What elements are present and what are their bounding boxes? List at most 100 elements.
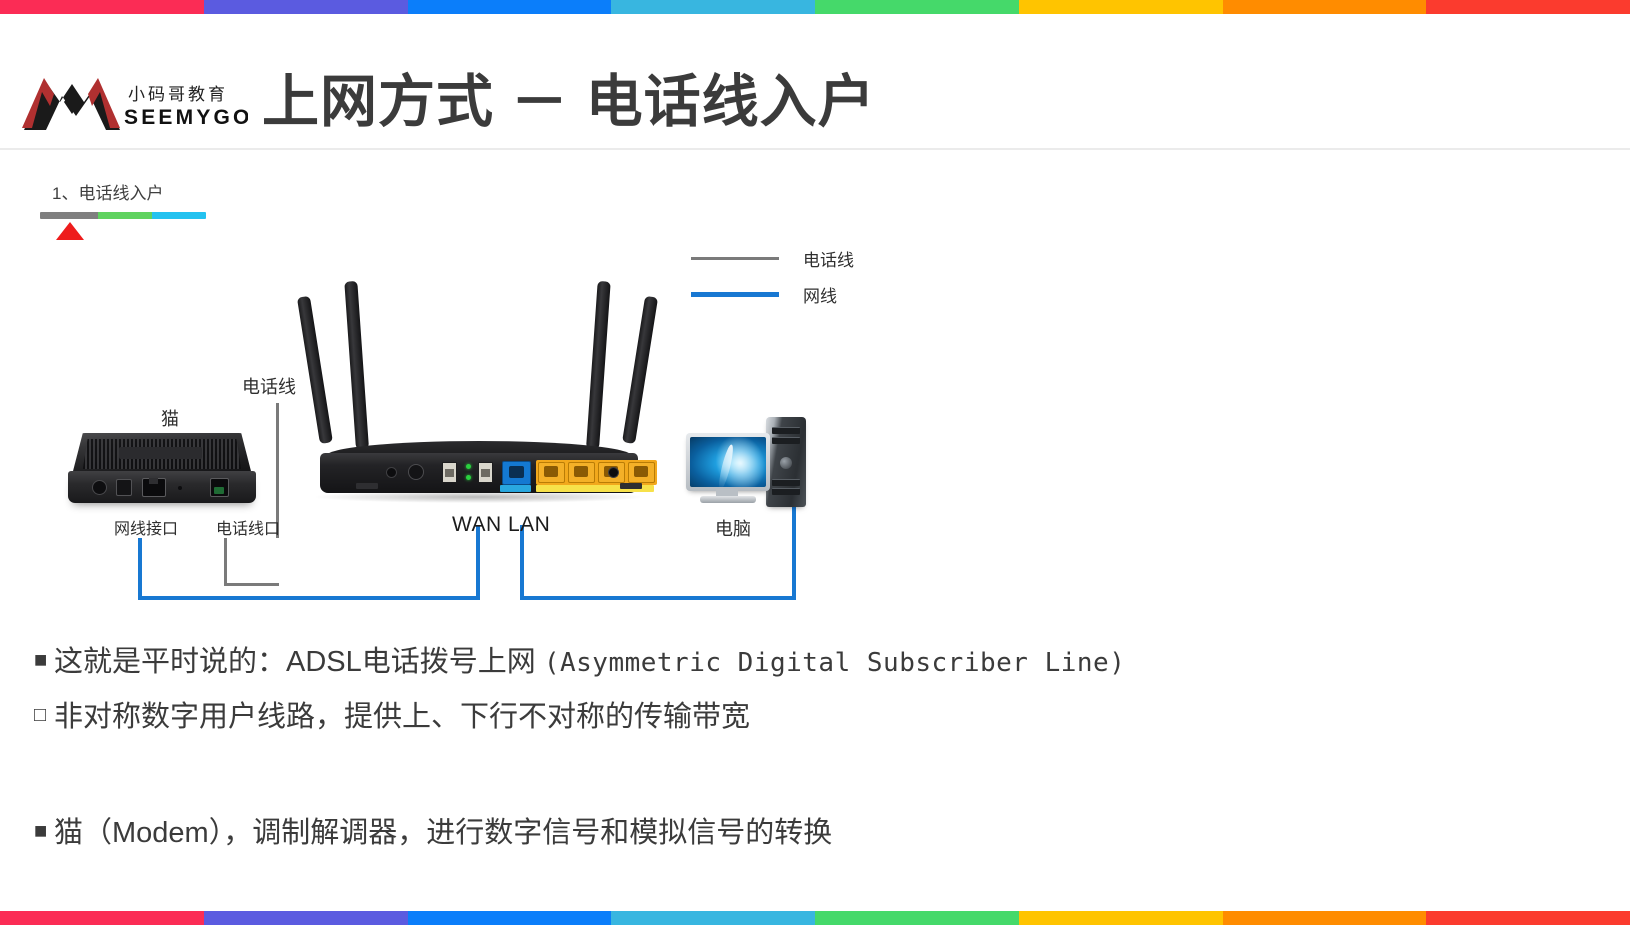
- color-segment-b8: [1426, 911, 1630, 925]
- svg-text:SEEMYGO: SEEMYGO: [124, 106, 248, 129]
- modem-device: [68, 433, 256, 509]
- phone-cable-label: 电话线: [242, 377, 296, 397]
- router-antenna-2: [344, 280, 369, 450]
- tower-front-vent-2: [772, 488, 800, 495]
- color-segment-1: [0, 0, 204, 14]
- router-device: [296, 280, 659, 509]
- router-reset-button: [608, 467, 619, 478]
- bullet-item-1: ■ 这就是平时说的：ADSL电话拨号上网 (Asymmetric Digital…: [34, 640, 1594, 685]
- router-lan-label: LAN: [508, 513, 551, 536]
- router-antenna-3: [586, 280, 611, 450]
- router-rear-panel: [320, 453, 657, 493]
- router-power-button: [408, 464, 424, 480]
- svg-text:小码哥教育: 小码哥教育: [128, 85, 228, 105]
- bullet-text-2: 非对称数字用户线路，提供上、下行不对称的传输带宽: [54, 701, 751, 733]
- color-segment-b1: [0, 911, 204, 925]
- brand-logo: 小码哥教育 SEEMYGO: [20, 72, 248, 134]
- color-segment-b7: [1222, 911, 1427, 925]
- tower-drive-bay-1: [772, 427, 800, 434]
- color-segment-b2: [203, 911, 408, 925]
- color-segment-8: [1426, 0, 1630, 14]
- lan-wire-run-to-router: [138, 596, 480, 600]
- color-segment-b5: [815, 911, 1019, 925]
- computer-monitor: [686, 433, 770, 491]
- legend-item-lan: 网线: [691, 276, 921, 312]
- modem-top-shell: [72, 433, 252, 475]
- bullet-marker-2: □: [34, 704, 47, 726]
- monitor-base: [700, 496, 756, 503]
- header-divider: [0, 148, 1630, 150]
- diagram-legend: 电话线 网线: [691, 240, 921, 312]
- monitor-screen: [690, 437, 766, 487]
- color-segment-3: [407, 0, 612, 14]
- router-led-1: [466, 464, 471, 469]
- lan-wire-run-to-computer: [520, 596, 796, 600]
- router-lan-port-1: [538, 462, 565, 483]
- router-lan-port-group: [536, 460, 657, 485]
- computer-tower: [766, 417, 806, 507]
- color-segment-b6: [1018, 911, 1223, 925]
- section-label: 1、电话线入户: [52, 184, 164, 203]
- router-wan-strip: [500, 485, 531, 492]
- legend-label-phone: 电话线: [803, 250, 854, 270]
- bullet-item-3: ■ 猫（Modem），调制解调器，进行数字信号和模拟信号的转换: [34, 811, 1594, 855]
- color-segment-7: [1222, 0, 1427, 14]
- lan-wire-drop-from-router: [520, 525, 524, 600]
- legend-item-phone: 电话线: [691, 240, 921, 276]
- slide-header: 小码哥教育 SEEMYGO 上网方式 － 电话线入户: [0, 14, 1630, 148]
- color-segment-2: [203, 0, 408, 14]
- router-lan-strip: [536, 485, 654, 492]
- modem-reset-port: [116, 479, 132, 496]
- phone-cable-vertical-top: [276, 403, 279, 538]
- lan-wire-drop-from-modem: [138, 538, 142, 600]
- router-antenna-4: [622, 295, 659, 445]
- phone-wire-horizontal: [224, 583, 279, 586]
- page-title: 上网方式 － 电话线入户: [262, 70, 876, 134]
- modem-rj45-port: [142, 478, 166, 497]
- router-wan-port: [502, 461, 531, 485]
- bullet-text-3: 猫（Modem），调制解调器，进行数字信号和模拟信号的转换: [54, 817, 833, 849]
- computer-label: 电脑: [715, 519, 751, 539]
- bullet-item-2: □ 非对称数字用户线路，提供上、下行不对称的传输带宽: [34, 695, 1594, 739]
- router-antenna-1: [296, 295, 333, 445]
- lan-wire-rise-to-wan: [476, 525, 480, 600]
- router-wan-label: WAN: [452, 513, 502, 536]
- top-color-bar: [0, 0, 1630, 14]
- progress-segment-1: [40, 212, 98, 219]
- modem-brand-plate: [118, 447, 202, 459]
- network-diagram: 电话线 网线 电话线 猫 网线接口 电话线: [36, 225, 854, 600]
- color-segment-b3: [407, 911, 612, 925]
- router-label-plate: [356, 483, 378, 489]
- color-segment-5: [815, 0, 1019, 14]
- router-lan-port-4: [628, 462, 655, 483]
- bullet-marker-3: ■: [34, 818, 48, 843]
- tower-front-vent-1: [772, 479, 800, 486]
- bullet-marker-1: ■: [34, 647, 48, 672]
- progress-segment-2: [98, 212, 152, 219]
- bottom-color-bar: [0, 911, 1630, 925]
- bullet-text-1: 这就是平时说的：ADSL电话拨号上网 (Asymmetric Digital S…: [54, 640, 1125, 685]
- router-usb-port-2: [478, 462, 493, 483]
- computer-device: [686, 417, 806, 515]
- router-power-jack: [386, 467, 397, 478]
- legend-swatch-phone-line: [691, 256, 779, 260]
- body-bullet-list: ■ 这就是平时说的：ADSL电话拨号上网 (Asymmetric Digital…: [34, 640, 1594, 855]
- lan-wire-rise-to-computer: [792, 497, 796, 600]
- section-heading: 1、电话线入户: [40, 182, 206, 240]
- modem-indicator-dot: [178, 486, 182, 490]
- router-drop-shadow: [316, 491, 642, 503]
- color-segment-6: [1018, 0, 1223, 14]
- monitor-stand: [716, 489, 738, 497]
- modem-power-port: [92, 480, 107, 495]
- modem-label: 猫: [161, 409, 179, 429]
- modem-phone-port-label: 电话线口: [216, 521, 281, 538]
- bullet-text-1-mono: (Asymmetric Digital Subscriber Line): [543, 648, 1126, 678]
- color-segment-b4: [611, 911, 815, 925]
- section-progress-bar: [40, 212, 206, 219]
- modem-lan-port-label: 网线接口: [114, 521, 179, 538]
- progress-segment-3: [152, 212, 206, 219]
- tower-badge: [780, 457, 792, 469]
- tower-drive-bay-2: [772, 437, 800, 444]
- modem-rear-panel: [68, 471, 256, 503]
